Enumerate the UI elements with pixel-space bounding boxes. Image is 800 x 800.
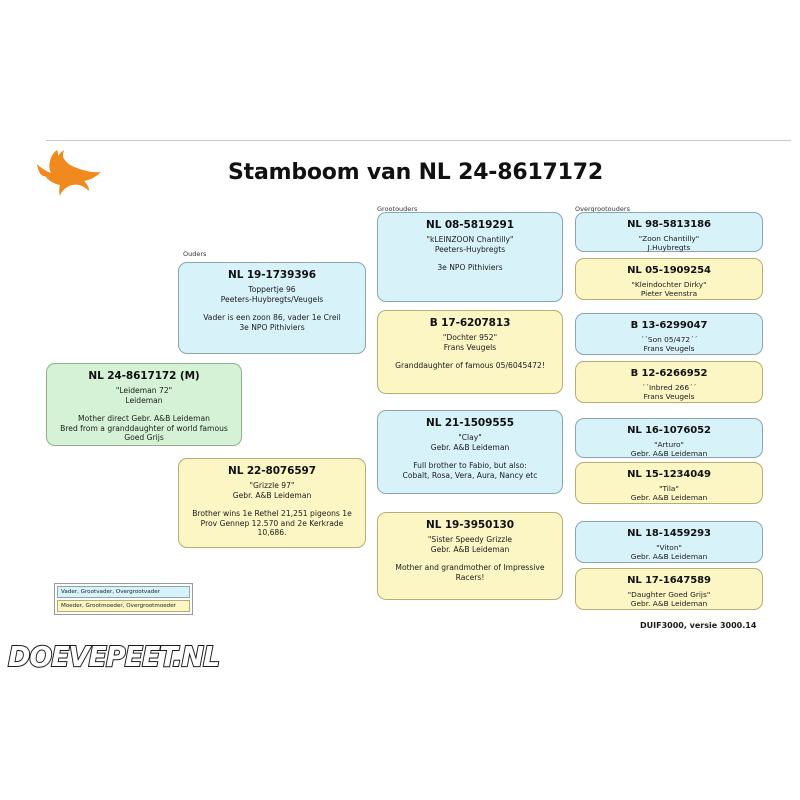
pigeon-note: Granddaughter of famous 05/6045472! [395,360,545,370]
ring-number: B 13-6299047 [630,320,708,331]
ring-number: NL 19-1739396 [228,269,316,281]
ring-number: NL 15-1234049 [627,469,711,480]
fancier-name: Frans Veugels [643,392,695,402]
ring-number: NL 24-8617172 (M) [88,370,200,382]
fancier-name: Gebr. A&B Leideman [430,443,510,453]
pigeon-name: ´´Inbred 266´´ [641,382,697,392]
pigeon-note: 3e NPO Pithiviers [437,262,503,272]
pedigree-box-grandparent[interactable]: NL 19-3950130 "Sister Speedy Grizzle Geb… [377,512,563,600]
fancier-name: Gebr. A&B Leideman [630,449,708,459]
pigeon-name: "Tila" [659,483,679,493]
pigeon-name: "Clay" [458,433,482,443]
fancier-name: Gebr. A&B Leideman [630,552,708,562]
pigeon-name: "Zoon Chantilly" [638,233,700,243]
flying-pigeon-icon [33,146,105,198]
software-version-footer: DUIF3000, versie 3000.14 [640,621,757,630]
pedigree-box-grandparent[interactable]: B 17-6207813 "Dochter 952" Frans Veugels… [377,310,563,394]
ring-number: NL 22-8076597 [228,465,316,477]
pigeon-name: "Leideman 72" [115,386,173,396]
pigeon-note: Mother and grandmother of Impressive Rac… [395,562,545,582]
ring-number: NL 08-5819291 [426,219,514,231]
column-caption-parents: Ouders [183,250,207,258]
pigeon-name: ´´Son 05/472´´ [640,334,698,344]
header-divider [46,140,791,141]
fancier-name: Gebr. A&B Leideman [630,493,708,503]
ring-number: NL 18-1459293 [627,528,711,539]
pedigree-box-greatgrandparent[interactable]: NL 98-5813186 "Zoon Chantilly" J.Huybreg… [575,212,763,252]
ring-number: NL 98-5813186 [627,219,711,230]
fancier-name: Peeters-Huybregts [434,245,506,255]
fancier-name: Frans Veugels [443,343,497,353]
pedigree-box-greatgrandparent[interactable]: NL 18-1459293 "Viton" Gebr. A&B Leideman [575,521,763,563]
ring-number: B 12-6266952 [630,368,708,379]
pedigree-box-father[interactable]: NL 19-1739396 Toppertje 96 Peeters-Huybr… [178,262,366,354]
fancier-name: Frans Veugels [643,344,695,354]
pedigree-box-grandparent[interactable]: NL 08-5819291 "kLEINZOON Chantilly" Peet… [377,212,563,302]
pigeon-name: "Sister Speedy Grizzle [427,535,513,545]
fancier-name: Leideman [125,396,163,406]
site-watermark: DOEVEPEET.NL [7,639,221,674]
fancier-name: Gebr. A&B Leideman [232,491,312,501]
fancier-name: J.Huybregts [647,243,691,253]
column-caption-grandparents: Grootouders [377,205,418,213]
pigeon-name: "Arturo" [654,439,684,449]
pigeon-name: "Grizzle 97" [249,481,295,491]
pedigree-box-mother[interactable]: NL 22-8076597 "Grizzle 97" Gebr. A&B Lei… [178,458,366,548]
pigeon-note: Brother wins 1e Rethel 21,251 pigeons 1e… [192,508,352,538]
page-title: Stamboom van NL 24-8617172 [228,160,603,185]
legend: Vader, Grootvader, Overgrootvader Moeder… [54,583,193,615]
ring-number: B 17-6207813 [429,317,511,329]
fancier-name: Gebr. A&B Leideman [430,545,510,555]
column-caption-greatgrandparents: Overgrootouders [575,205,630,213]
pigeon-name: "Dochter 952" [442,333,498,343]
pigeon-note: Full brother to Fabio, but also:Cobalt, … [402,460,538,480]
ring-number: NL 17-1647589 [627,575,711,586]
fancier-name: Pieter Veenstra [640,289,698,299]
pedigree-box-greatgrandparent[interactable]: NL 05-1909254 "Kleindochter Dirky" Piete… [575,258,763,300]
pedigree-box-greatgrandparent[interactable]: NL 16-1076052 "Arturo" Gebr. A&B Leidema… [575,418,763,458]
fancier-name: Peeters-Huybregts/Veugels [220,295,324,305]
fancier-name: Gebr. A&B Leideman [630,599,708,609]
pedigree-box-grandparent[interactable]: NL 21-1509555 "Clay" Gebr. A&B Leideman … [377,410,563,494]
pedigree-box-greatgrandparent[interactable]: NL 15-1234049 "Tila" Gebr. A&B Leideman [575,462,763,504]
pigeon-name: "kLEINZOON Chantilly" [426,235,514,245]
pigeon-name: "Daughter Goed Grijs" [627,589,711,599]
legend-item-female: Moeder, Grootmoeder, Overgrootmoeder [57,600,190,612]
legend-item-male: Vader, Grootvader, Overgrootvader [57,586,190,598]
pigeon-name: "Viton" [656,542,682,552]
pigeon-name: "Kleindochter Dirky" [631,279,707,289]
pedigree-box-greatgrandparent[interactable]: B 13-6299047 ´´Son 05/472´´ Frans Veugel… [575,313,763,355]
ring-number: NL 16-1076052 [627,425,711,436]
ring-number: NL 05-1909254 [627,265,711,276]
ring-number: NL 19-3950130 [426,519,514,531]
pigeon-name: Toppertje 96 [248,285,296,295]
pedigree-box-subject[interactable]: NL 24-8617172 (M) "Leideman 72" Leideman… [46,363,242,446]
pedigree-box-greatgrandparent[interactable]: B 12-6266952 ´´Inbred 266´´ Frans Veugel… [575,361,763,403]
pedigree-box-greatgrandparent[interactable]: NL 17-1647589 "Daughter Goed Grijs" Gebr… [575,568,763,610]
ring-number: NL 21-1509555 [426,417,514,429]
